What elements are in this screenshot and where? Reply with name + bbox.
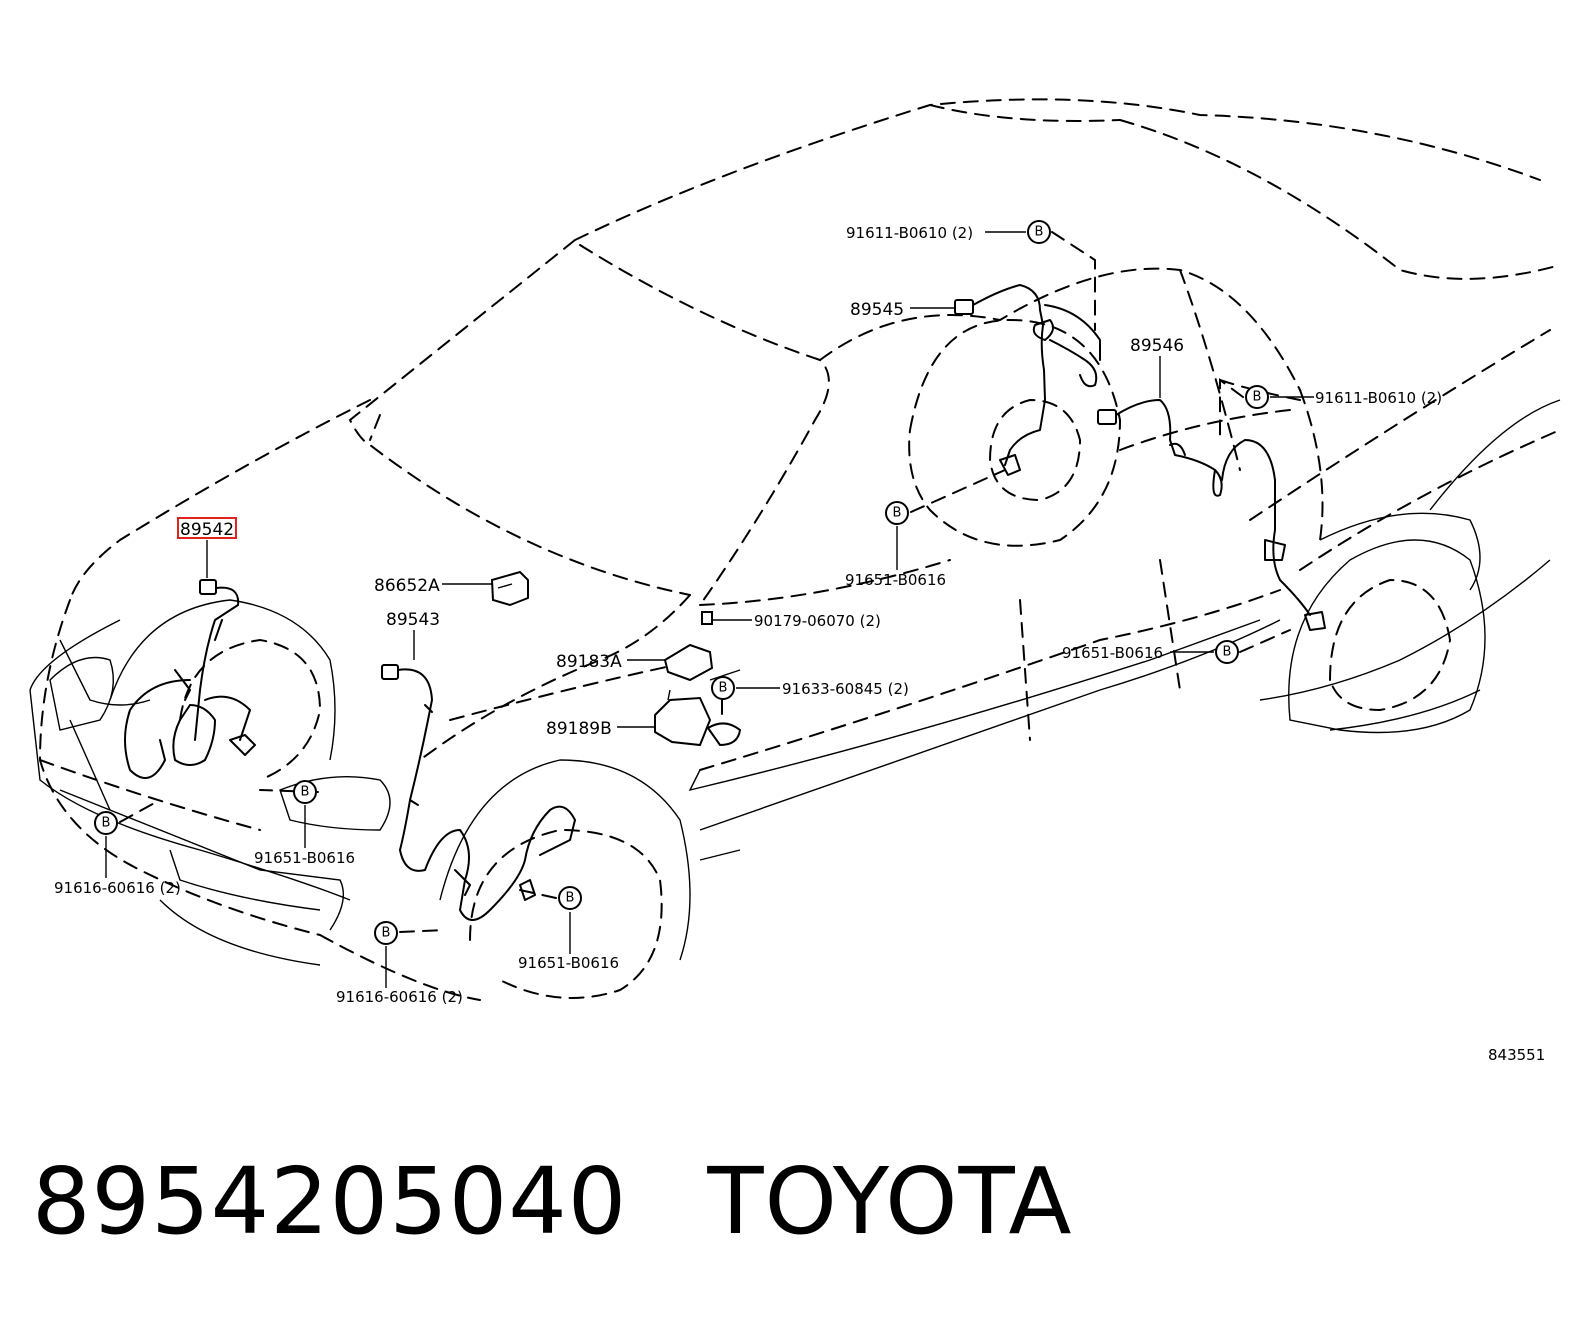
label-91611-B0610-top[interactable]: 91611-B0610 (2) — [846, 224, 973, 242]
car-body-outline — [29, 98, 1561, 1001]
svg-text:B: B — [301, 785, 310, 800]
label-89183A[interactable]: 89183A — [556, 652, 622, 672]
label-91651-B0616-mid[interactable]: 91651-B0616 — [845, 571, 946, 589]
svg-text:B: B — [382, 926, 391, 941]
bolt-marker-91633: B — [711, 676, 735, 700]
abs-wiring — [124, 284, 1326, 921]
svg-text:B: B — [566, 891, 575, 906]
svg-text:B: B — [1223, 645, 1232, 660]
label-91651-B0616-right[interactable]: 91651-B0616 — [1062, 644, 1163, 662]
highlight-box — [177, 517, 237, 539]
label-89542[interactable]: 89542 — [180, 520, 234, 540]
caption-part-number: 8954205040 — [32, 1148, 628, 1255]
label-91651-B0616-front[interactable]: 91651-B0616 — [518, 954, 619, 972]
label-89189B[interactable]: 89189B — [546, 719, 612, 739]
bolt-marker-91611-right: B — [1245, 385, 1269, 409]
svg-text:B: B — [1035, 225, 1044, 240]
svg-text:B: B — [893, 506, 902, 521]
bolt-marker-91651-left: B — [293, 780, 317, 804]
label-91616-60616-bottom[interactable]: 91616-60616 (2) — [336, 988, 463, 1006]
bolt-marker-91651-front: B — [558, 886, 582, 910]
label-89543[interactable]: 89543 — [386, 610, 440, 630]
label-86652A[interactable]: 86652A — [374, 576, 440, 596]
label-91616-60616-left[interactable]: 91616-60616 (2) — [54, 879, 181, 897]
label-91633-60845[interactable]: 91633-60845 (2) — [782, 680, 909, 698]
bolt-marker-91611-top: B — [1027, 220, 1051, 244]
bolt-marker-91616-left: B — [94, 811, 118, 835]
bolt-markers: B B B B B B B B B — [94, 220, 1269, 945]
bolt-marker-91651-mid: B — [885, 501, 909, 525]
caption-brand: TOYOTA — [707, 1148, 1073, 1255]
part-caption: 8954205040 TOYOTA — [32, 1148, 1073, 1255]
label-91651-B0616-left[interactable]: 91651-B0616 — [254, 849, 355, 867]
part-labels: 89542 86652A 89543 89183A 89189B 90179-0… — [54, 224, 1545, 1064]
svg-text:B: B — [1253, 390, 1262, 405]
bolt-marker-91616-bottom: B — [374, 921, 398, 945]
svg-text:B: B — [102, 816, 111, 831]
svg-text:B: B — [719, 681, 728, 696]
leader-lines — [105, 231, 1314, 988]
label-89546[interactable]: 89546 — [1130, 336, 1184, 356]
label-90179-06070[interactable]: 90179-06070 (2) — [754, 612, 881, 630]
figure-number: 843551 — [1488, 1046, 1545, 1064]
label-89545[interactable]: 89545 — [850, 300, 904, 320]
abs-sensor-parts-diagram: B B B B B B B B B 89542 86652A 89543 891… — [29, 98, 1561, 1064]
bolt-marker-91651-right: B — [1215, 640, 1239, 664]
label-91611-B0610-right[interactable]: 91611-B0610 (2) — [1315, 389, 1442, 407]
